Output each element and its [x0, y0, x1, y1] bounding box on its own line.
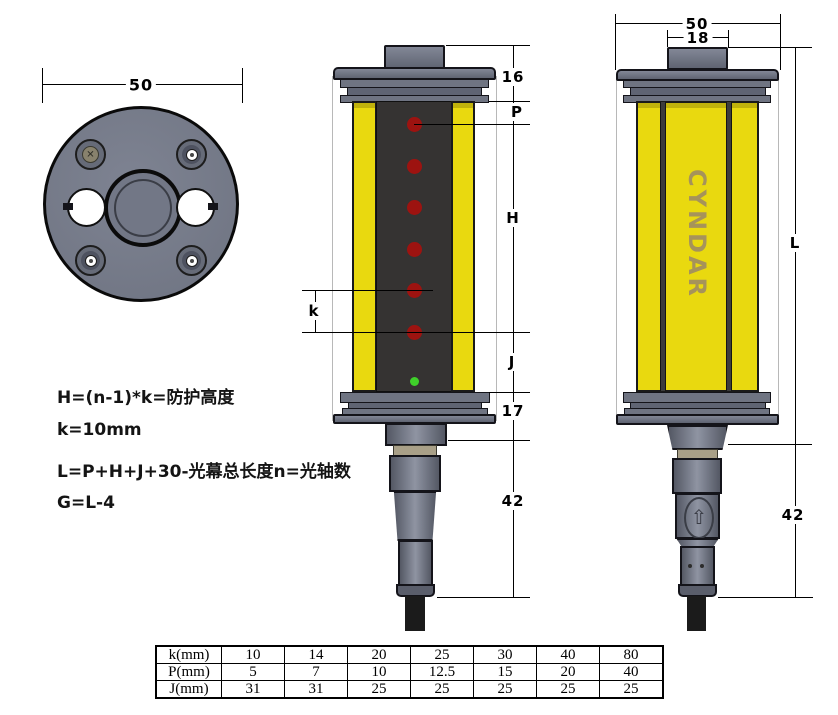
keyway-notch — [63, 203, 73, 210]
dim-ext-line — [615, 14, 616, 70]
dim-label-16: 16 — [498, 68, 528, 86]
cell: 31 — [284, 680, 348, 699]
housing-side-right — [451, 101, 475, 392]
dim-tick — [302, 332, 530, 333]
cell: 25 — [599, 680, 664, 699]
beam-led-dot — [407, 200, 422, 215]
row-label: k(mm) — [155, 645, 222, 664]
dim-ext-line — [728, 30, 729, 47]
housing-groove — [660, 102, 666, 391]
table-row: J(mm) 31 31 25 25 25 25 25 — [155, 680, 664, 699]
top-mount-block — [667, 47, 728, 70]
dim-ext-line — [667, 30, 668, 47]
cell: 7 — [284, 663, 348, 681]
phillips-cross-icon: ✕ — [86, 148, 95, 160]
dim-label-width: 50 — [125, 75, 157, 95]
table-row: P(mm) 5 7 10 12.5 15 20 40 — [155, 663, 664, 681]
cell: 25 — [473, 680, 537, 699]
row-label: P(mm) — [155, 663, 222, 681]
dim-tick — [437, 597, 530, 598]
dim-tick — [414, 124, 530, 125]
dim-tick — [448, 440, 530, 441]
connector-pin-dot — [688, 564, 692, 568]
cable — [405, 596, 425, 631]
dim-tick — [728, 444, 812, 445]
dim-ext-line — [780, 14, 781, 70]
power-led-dot — [410, 377, 419, 386]
cell: 25 — [410, 680, 474, 699]
cell: 40 — [536, 645, 600, 664]
dim-tick — [728, 47, 812, 48]
keyway-notch — [208, 203, 218, 210]
dim-line — [795, 47, 796, 597]
cell: 12.5 — [410, 663, 474, 681]
cable — [687, 596, 706, 631]
dim-label-h: H — [503, 209, 523, 227]
cell: 10 — [347, 663, 411, 681]
beam-led-dot — [407, 159, 422, 174]
housing-side-left — [352, 101, 377, 392]
spec-table: k(mm) 10 14 20 25 30 40 80 P(mm) 5 7 10 … — [155, 645, 664, 699]
formula-h: H=(n-1)*k=防护高度 — [57, 388, 235, 408]
screw-dot — [88, 258, 93, 263]
dim-label-42: 42 — [778, 506, 808, 524]
dim-label-18: 18 — [683, 29, 713, 47]
table-row: k(mm) 10 14 20 25 30 40 80 — [155, 645, 664, 664]
dim-tick — [718, 597, 813, 598]
dim-label-42: 42 — [498, 492, 528, 510]
formula-g: G=L-4 — [57, 493, 115, 513]
dim-label-17: 17 — [498, 402, 528, 420]
connector-block — [667, 425, 728, 450]
cell: 20 — [347, 645, 411, 664]
center-boss-ring — [114, 179, 172, 237]
dim-ext-line — [42, 68, 43, 103]
brand-text: CYNDAR — [683, 168, 711, 300]
dim-label-j: J — [505, 353, 519, 371]
dim-tick — [446, 45, 530, 46]
cell: 40 — [599, 663, 664, 681]
formula-l: L=P+H+J+30-光幕总长度n=光轴数 — [57, 462, 351, 482]
connector-sleeve — [680, 546, 715, 586]
cell: 25 — [347, 680, 411, 699]
dim-tick — [489, 101, 530, 102]
connector-block — [385, 423, 447, 446]
dim-line — [513, 45, 514, 597]
dim-tick — [302, 290, 433, 291]
housing-groove — [726, 102, 732, 391]
screw-dot — [189, 258, 194, 263]
connector-pin-dot — [700, 564, 704, 568]
connector-body — [672, 458, 722, 494]
row-label: J(mm) — [155, 680, 222, 699]
cell: 20 — [536, 663, 600, 681]
beam-led-dot — [407, 242, 422, 257]
cell: 5 — [221, 663, 285, 681]
connector-arrow-icon: ⇧ — [684, 497, 714, 539]
cell: 30 — [473, 645, 537, 664]
cell: 80 — [599, 645, 664, 664]
screw-dot — [189, 152, 194, 157]
cell: 25 — [536, 680, 600, 699]
housing-body — [636, 101, 759, 392]
screw-head — [82, 146, 99, 163]
dim-label-l: L — [786, 234, 804, 252]
connector-taper — [393, 491, 437, 541]
cell: 25 — [410, 645, 474, 664]
cell: 31 — [221, 680, 285, 699]
dim-label-k: k — [305, 302, 323, 320]
cell: 10 — [221, 645, 285, 664]
cell: 15 — [473, 663, 537, 681]
connector-sleeve — [398, 540, 433, 586]
bottom-cap-plate — [616, 414, 779, 425]
formula-k: k=10mm — [57, 420, 142, 440]
dim-ext-line — [242, 68, 243, 103]
cell: 14 — [284, 645, 348, 664]
dim-label-p: P — [508, 103, 526, 121]
connector-body — [389, 455, 441, 492]
dim-label-50: 50 — [682, 15, 712, 33]
dim-tick — [489, 392, 530, 393]
